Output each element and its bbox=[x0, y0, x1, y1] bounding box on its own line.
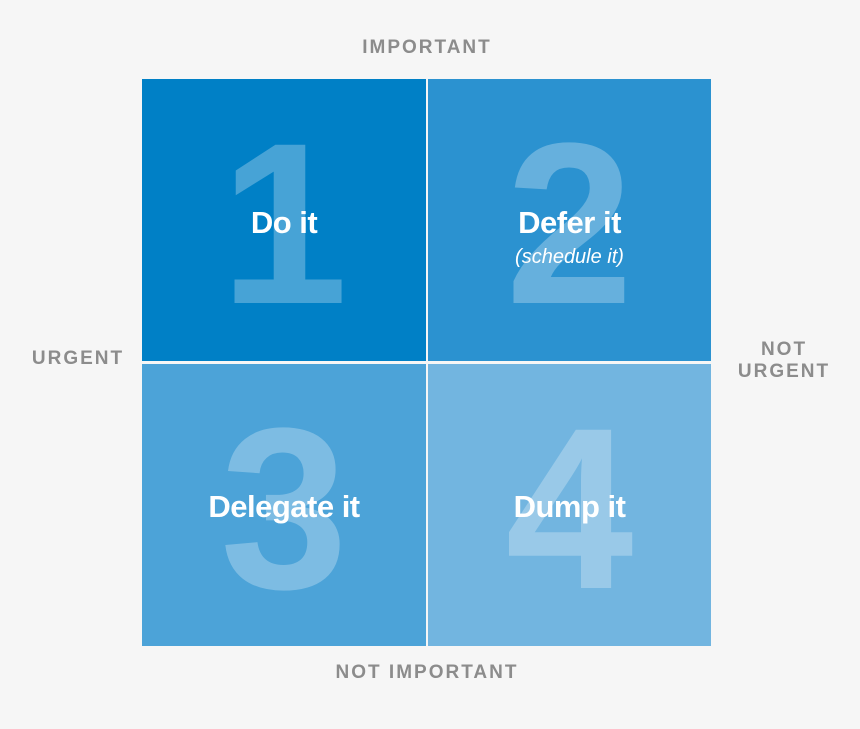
quadrant-title: Dump it bbox=[513, 489, 626, 524]
axis-label-not-important: NOT IMPORTANT bbox=[335, 662, 519, 683]
axis-label-not-urgent: NOT URGENT bbox=[725, 339, 843, 383]
quadrant-number: 1 bbox=[220, 95, 348, 352]
quadrant-subtitle: (schedule it) bbox=[515, 246, 624, 268]
quadrant-number: 4 bbox=[505, 380, 634, 637]
quadrant-number: 2 bbox=[505, 95, 634, 352]
quadrant-text: Do it bbox=[142, 205, 426, 241]
quadrant-do-it: 1 Do it bbox=[142, 79, 426, 361]
quadrant-defer-it: 2 Defer it (schedule it) bbox=[428, 79, 711, 361]
quadrant-text: Dump it bbox=[428, 489, 711, 525]
quadrant-number: 3 bbox=[220, 380, 348, 637]
quadrant-dump-it: 4 Dump it bbox=[428, 364, 711, 646]
quadrant-title: Do it bbox=[250, 205, 318, 240]
quadrant-text: Defer it (schedule it) bbox=[428, 205, 711, 269]
quadrant-text: Delegate it bbox=[142, 489, 426, 525]
axis-label-not-urgent-line1: NOT bbox=[760, 339, 808, 360]
quadrant-title: Delegate it bbox=[208, 489, 360, 524]
axis-label-important: IMPORTANT bbox=[362, 37, 492, 58]
axis-label-not-urgent-line2: URGENT bbox=[737, 361, 831, 382]
axis-label-urgent: URGENT bbox=[31, 348, 125, 369]
quadrant-title: Defer it bbox=[518, 205, 621, 240]
quadrant-delegate-it: 3 Delegate it bbox=[142, 364, 426, 646]
